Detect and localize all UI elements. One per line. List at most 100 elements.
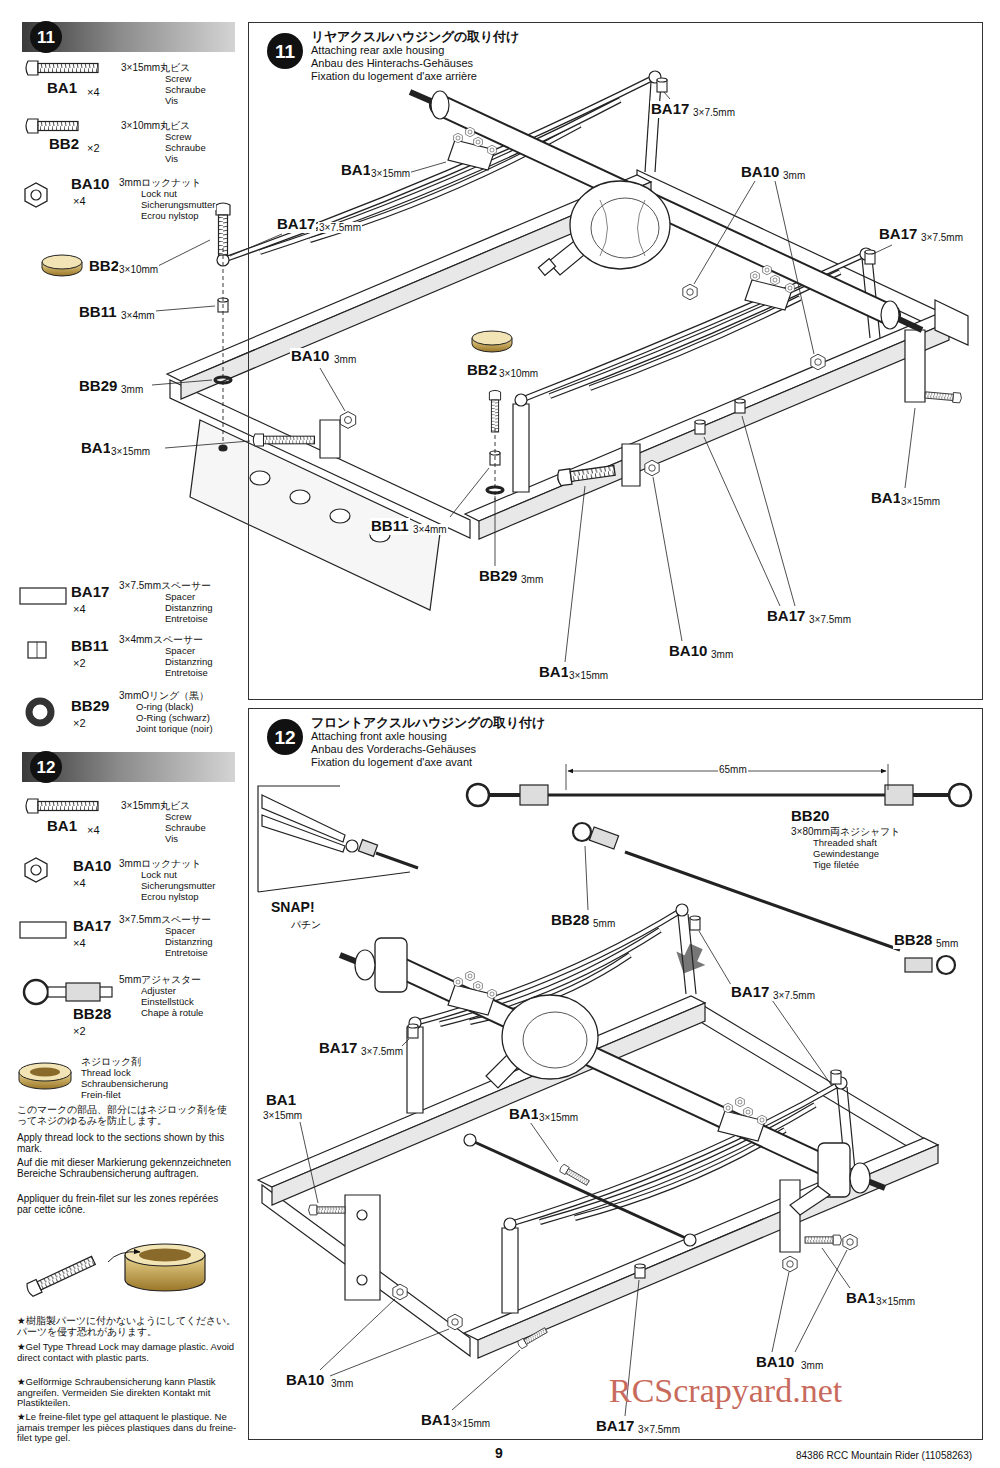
front-axle-housing [790, 1186, 830, 1215]
part-code: BA1 [340, 162, 372, 179]
leader-line [320, 1299, 395, 1370]
step-number-text: 11 [275, 42, 295, 61]
hardware [763, 265, 772, 275]
hardware [783, 1256, 797, 1272]
hardware [724, 1103, 733, 1113]
snap-callout: SNAP! [270, 900, 316, 915]
chassis-frame [478, 1145, 938, 1358]
translation-text: O-ring (black) [135, 702, 195, 712]
step-title-translation: Fixation du logement d'axe avant [311, 756, 545, 769]
direction-arrow [669, 940, 711, 981]
size-spec: 5mm [935, 938, 959, 949]
size-spec: 3mm [330, 1378, 354, 1389]
part-code: BB28 [72, 1006, 112, 1023]
leader-line [165, 441, 250, 448]
part-code: BA17 [70, 584, 110, 601]
translation-text: Spacer [164, 592, 196, 602]
size-spec: 3mm [520, 574, 544, 585]
chassis-frame [479, 322, 949, 539]
leader-line [775, 181, 814, 354]
hardware [831, 1070, 841, 1084]
hardware [695, 420, 705, 434]
leader-line [585, 846, 588, 910]
tie-rod-illustration [566, 764, 567, 790]
translation-text: Adjuster [140, 986, 177, 996]
leader-line [402, 1039, 409, 1046]
tie-rod-illustration [589, 827, 618, 849]
leader-line [742, 416, 795, 606]
hardware [657, 78, 667, 92]
parts-icon [25, 183, 47, 207]
hardware [340, 412, 355, 429]
leader-line [530, 1122, 558, 1162]
front-axle-housing [684, 1234, 696, 1246]
hardware [736, 1097, 745, 1107]
step-header-band [22, 752, 235, 782]
leaf-spring [504, 1218, 516, 1230]
part-code: BA10 [740, 164, 780, 181]
hardware [865, 250, 875, 264]
leaf-spring [590, 298, 800, 388]
chassis-frame [464, 1138, 938, 1340]
chassis-frame [935, 300, 968, 345]
tie-rod-illustration [467, 784, 489, 806]
japanese-text: 3mmロックナット [118, 177, 202, 188]
japanese-text: 3×4mmスペーサー [118, 634, 204, 645]
hardware [466, 127, 475, 137]
hardware [488, 145, 497, 155]
leaf-spring [645, 82, 651, 172]
snap-inset [346, 840, 358, 852]
step-heading: リヤアクスルハウジングの取り付けAttaching rear axle hous… [311, 30, 519, 82]
tie-rod-illustration [905, 958, 932, 972]
hardware [758, 1115, 767, 1125]
leader-line [772, 1272, 789, 1352]
part-code: BA1 [265, 1092, 297, 1109]
leader-line [875, 245, 892, 253]
translation-text: Spacer [164, 926, 196, 936]
leader-line [565, 486, 585, 662]
japanese-text: ネジロック剤 [80, 1056, 142, 1067]
step-title-japanese: リヤアクスルハウジングの取り付け [311, 30, 519, 44]
parts-icon [19, 1063, 71, 1081]
chassis-frame [170, 380, 470, 538]
step-number: 12 [267, 719, 303, 755]
part-code: BB2 [466, 362, 498, 379]
parts-icon [19, 61, 112, 1089]
size-spec: 3×15mm [450, 1418, 491, 1429]
part-code: BA1 [46, 818, 78, 835]
hardware [42, 78, 962, 493]
quantity: ×4 [72, 603, 87, 615]
japanese-text: 3mmロックナット [118, 858, 202, 869]
front-axle-housing [355, 950, 375, 980]
thread-lock-illustration [139, 1249, 191, 1262]
tie-rod-illustration [520, 785, 548, 805]
step-title-translation: Attaching front axle housing [311, 730, 545, 743]
part-code: BA10 [668, 643, 708, 660]
hardware [683, 284, 697, 300]
hardware [635, 1264, 645, 1278]
size-spec: 3×4mm [412, 524, 448, 535]
rear-axle-housing [591, 198, 659, 258]
chassis-frame [622, 444, 640, 486]
part-code: BA17 [766, 608, 806, 625]
japanese-text: 5mmアジャスター [118, 974, 202, 985]
chassis-frame [502, 1228, 518, 1313]
step-title-translation: Fixation du logement d'axe arrière [311, 70, 519, 83]
warning-note: ★Gel Type Thread Lock may damage plastic… [16, 1342, 240, 1363]
step-number: 11 [267, 33, 303, 69]
leaf-spring [590, 298, 800, 388]
step-title-translation: Anbau des Hinterachs-Gehäuses [311, 57, 519, 70]
part-code: BA1 [845, 1290, 877, 1307]
translation-text: Vis [164, 96, 179, 106]
parts-icon [30, 1068, 60, 1077]
note-text: Appliquer du frein-filet sur les zones r… [16, 1193, 236, 1215]
translation-text: Spacer [164, 646, 196, 656]
front-axle-housing [395, 965, 835, 1170]
hardware [771, 275, 780, 285]
tie-rod-illustration [949, 784, 971, 806]
parts-icon [66, 983, 100, 1001]
assembly-guide-dashed [223, 248, 495, 500]
size-spec: 3×15mm [110, 446, 151, 457]
leader-line [664, 92, 670, 99]
leader-line [694, 181, 755, 284]
